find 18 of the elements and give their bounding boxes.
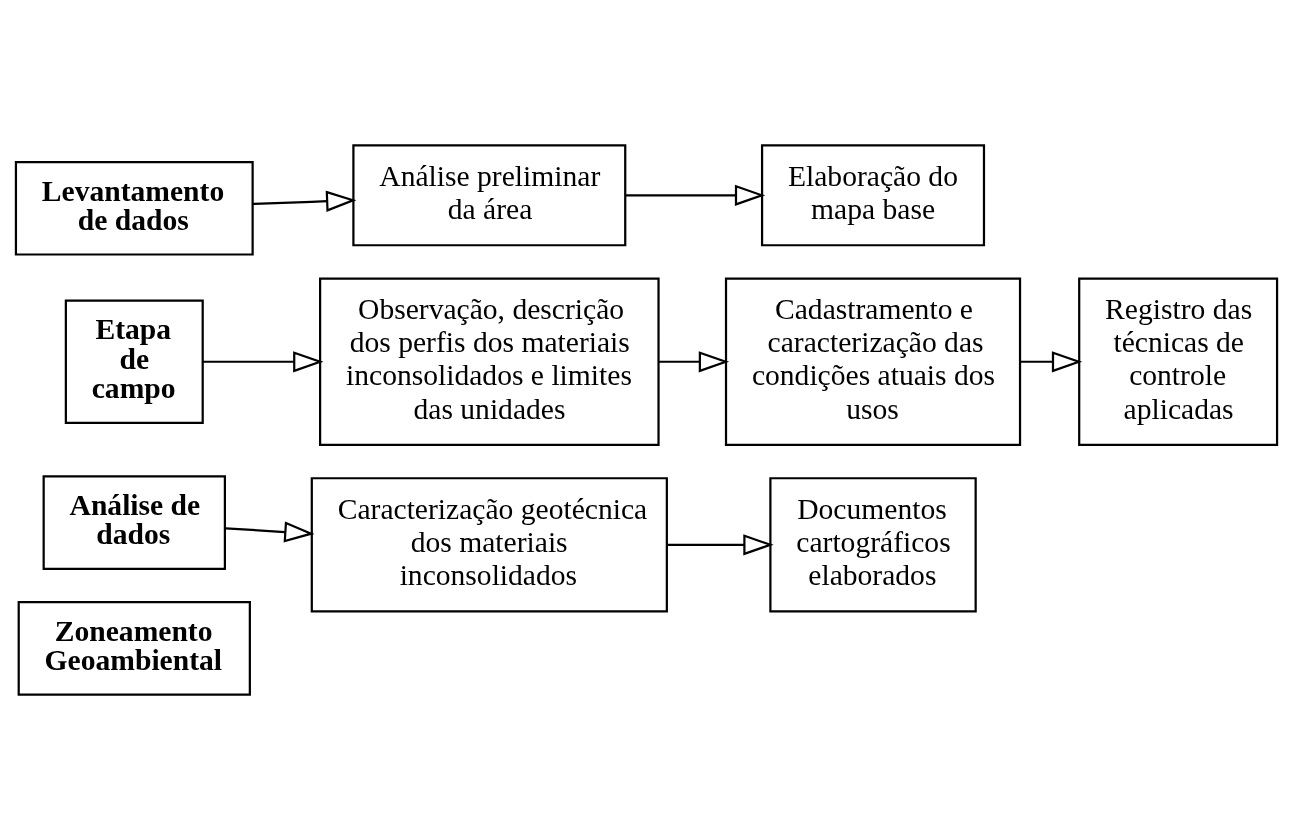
arrow [252,190,357,212]
arrow [225,521,315,543]
node-box: Etapa de campo [64,299,204,424]
node-box: Caracterização geotécnica dos materiais inconsolidados [310,477,668,613]
node-box: Elaboração do mapa base [760,144,986,247]
arrow [667,534,774,556]
node-box: Análise preliminar da área [352,144,627,247]
node-box: Análise de dados [42,475,226,570]
arrow [203,351,324,373]
node-box: Cadastramento e caracterização das condições atuais dos usos [724,277,1022,447]
arrow [1020,351,1083,373]
node-box: Registro das técnicas de controle aplicadas [1078,277,1279,447]
node-box: Documentos cartográficos elaborados [769,477,977,613]
node-box: Observação, descrição dos perfis dos materiais inconsolidados e limites das unidades [319,277,660,447]
arrow [625,184,766,206]
node-box: Zoneamento Geoambiental [17,601,251,696]
node-box: Levantamento de dados [14,160,254,256]
arrow [658,351,730,373]
